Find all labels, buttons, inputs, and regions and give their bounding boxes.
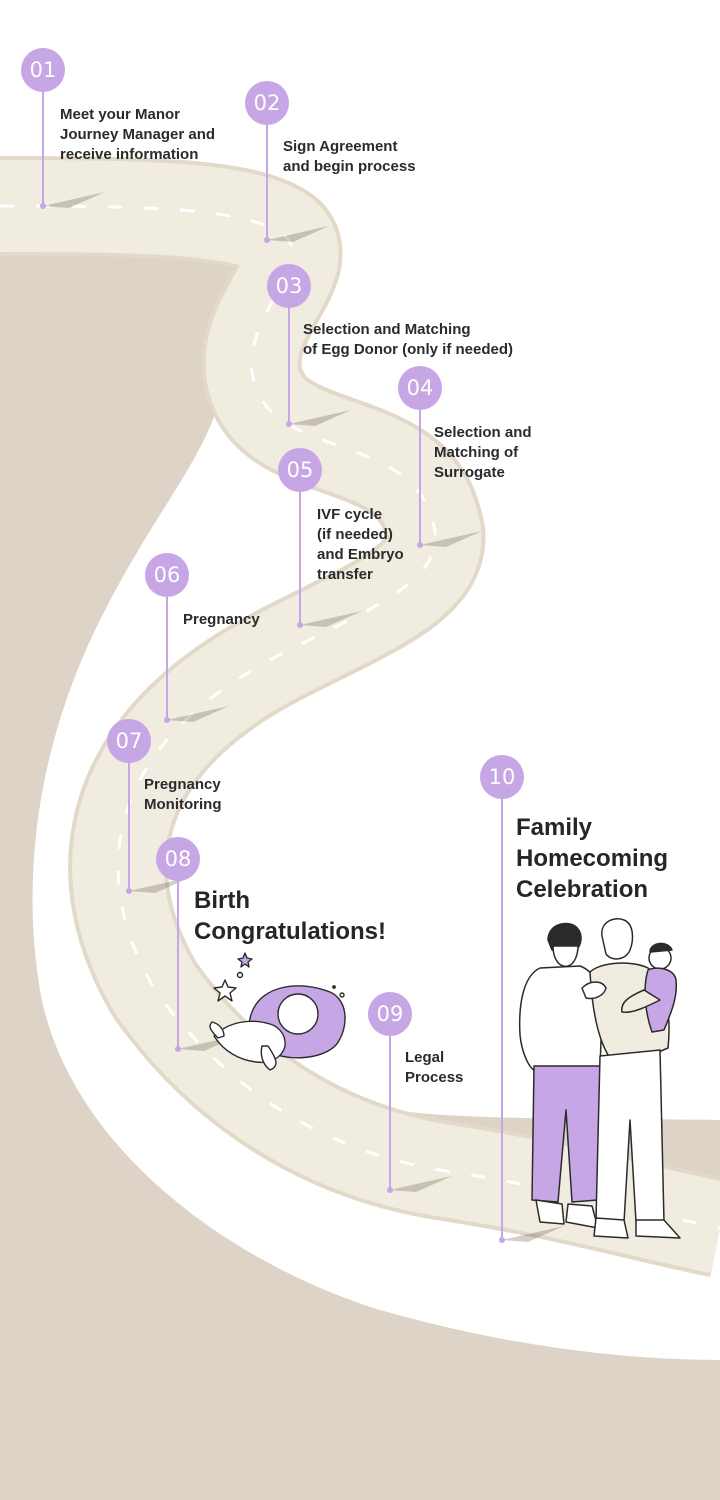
step-08-number: 08 (165, 847, 192, 871)
parent-left-shirt-icon (518, 965, 603, 1071)
step-08-label: Birth Congratulations! (194, 887, 386, 945)
step-09-ground-dot (387, 1187, 393, 1193)
parent-right-shoe-icon (593, 1217, 629, 1239)
parent-left-hair-icon (547, 922, 582, 951)
step-05-shadow (300, 611, 362, 627)
step-10-number: 10 (489, 765, 516, 789)
step-01-ground-dot (40, 203, 46, 209)
step-08-ground-dot (175, 1046, 181, 1052)
step-03-ground-dot (286, 421, 292, 427)
step-10-ground-dot (499, 1237, 505, 1243)
step-04-number: 04 (407, 376, 434, 400)
step-01-label: Meet your Manor Journey Manager and rece… (60, 106, 216, 163)
parent-right-arm-icon (621, 989, 661, 1014)
step-10-shadow (502, 1226, 564, 1242)
step-09-circle (368, 992, 412, 1036)
sleep-dot-icon (236, 971, 244, 979)
step-07-ground-dot (126, 888, 132, 894)
step-05-label: IVF cycle (if needed) and Embryo transfe… (317, 506, 404, 583)
family-with-baby-illustration (518, 918, 681, 1239)
step-03-number: 03 (276, 274, 303, 298)
step-markers: 01 02 03 04 05 06 07 08 09 10 (21, 48, 564, 1243)
step-03-circle (267, 264, 311, 308)
step-04-label: Selection and Matching of Surrogate (434, 424, 532, 481)
step-01-shadow (43, 192, 105, 208)
step-02-label: Sign Agreement and begin process (283, 138, 416, 175)
step-06-ground-dot (164, 717, 170, 723)
held-baby-hair-icon (649, 942, 673, 953)
baby-head-icon (277, 993, 319, 1035)
step-02-ground-dot (264, 237, 270, 243)
step-05-ground-dot (297, 622, 303, 628)
step-01-circle (21, 48, 65, 92)
step-09-number: 09 (377, 1002, 404, 1026)
step-07-shadow (129, 877, 191, 893)
step-04-circle (398, 366, 442, 410)
baby-leg-icon (209, 1021, 225, 1039)
step-08-circle (156, 837, 200, 881)
step-06-label: Pregnancy (183, 611, 260, 628)
step-03-shadow (289, 410, 351, 426)
step-04-shadow (420, 531, 482, 547)
parent-right-shoe-icon (635, 1219, 681, 1239)
step-06-shadow (167, 706, 229, 722)
ground-area (0, 215, 720, 1500)
parent-left-hand-icon (581, 981, 607, 1000)
step-02-number: 02 (254, 91, 281, 115)
sleep-star-icon (213, 979, 237, 1002)
step-10-circle (480, 755, 524, 799)
step-09-shadow (390, 1176, 452, 1192)
step-02-shadow (267, 226, 329, 242)
sleep-dot-icon (332, 985, 336, 989)
parent-left-shoe-icon (535, 1199, 565, 1225)
parent-left-head-icon (552, 945, 579, 968)
step-07-label: Pregnancy Monitoring (144, 776, 222, 813)
step-07-number: 07 (116, 729, 143, 753)
road-center-dashes (0, 204, 720, 1230)
sleep-star-icon (237, 952, 253, 968)
step-07-circle (107, 719, 151, 763)
step-09-label: Legal Process (405, 1049, 464, 1086)
sleeping-baby-illustration (209, 952, 346, 1071)
step-05-circle (278, 448, 322, 492)
sleep-dot-icon (339, 992, 345, 998)
step-05-number: 05 (287, 458, 314, 482)
step-04-ground-dot (417, 542, 423, 548)
baby-arm-icon (260, 1045, 277, 1071)
step-10-label: Family Homecoming Celebration (516, 814, 669, 903)
step-01-number: 01 (30, 58, 57, 82)
parent-right-head-icon (601, 918, 634, 960)
step-06-circle (145, 553, 189, 597)
step-02-circle (245, 81, 289, 125)
step-03-label: Selection and Matching of Egg Donor (onl… (303, 321, 513, 358)
step-06-number: 06 (154, 563, 181, 587)
